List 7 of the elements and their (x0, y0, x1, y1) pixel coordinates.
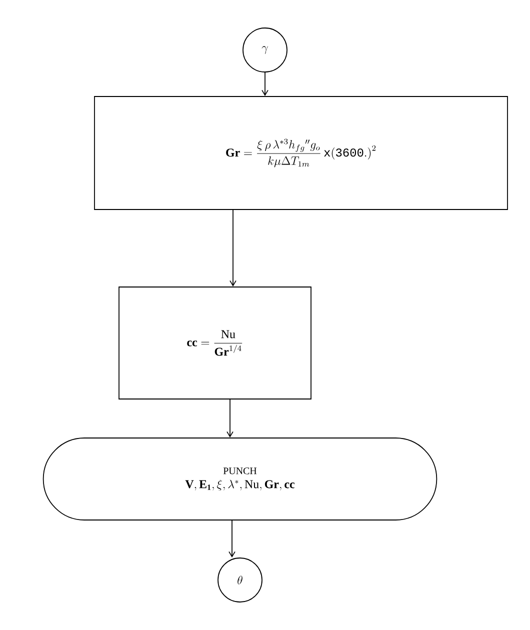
arrow (262, 72, 268, 96)
arrow (226, 399, 234, 438)
process-box: $\mathbf{cc}= \dfrac{\mathrm{Nu}}{\mathbf{Gr}^{1/4}}$ (118, 286, 312, 400)
process-box: $\mathbf{Gr}= \dfrac{\xi\,\rho\,\lambda^{*3}h_{fg}{}''g_{o}}{k\mu\Delta T_{1m}}\,\mathtt{x(3600.)}^{2}$ (94, 96, 508, 210)
output-terminal: PUNCH $\mathbf{V,E_{1}},\xi,\lambda^{*},\mathrm{Nu},\mathbf{Gr},\mathbf{cc}$ (42, 438, 438, 520)
arrow (228, 520, 236, 558)
arrow (230, 210, 236, 287)
